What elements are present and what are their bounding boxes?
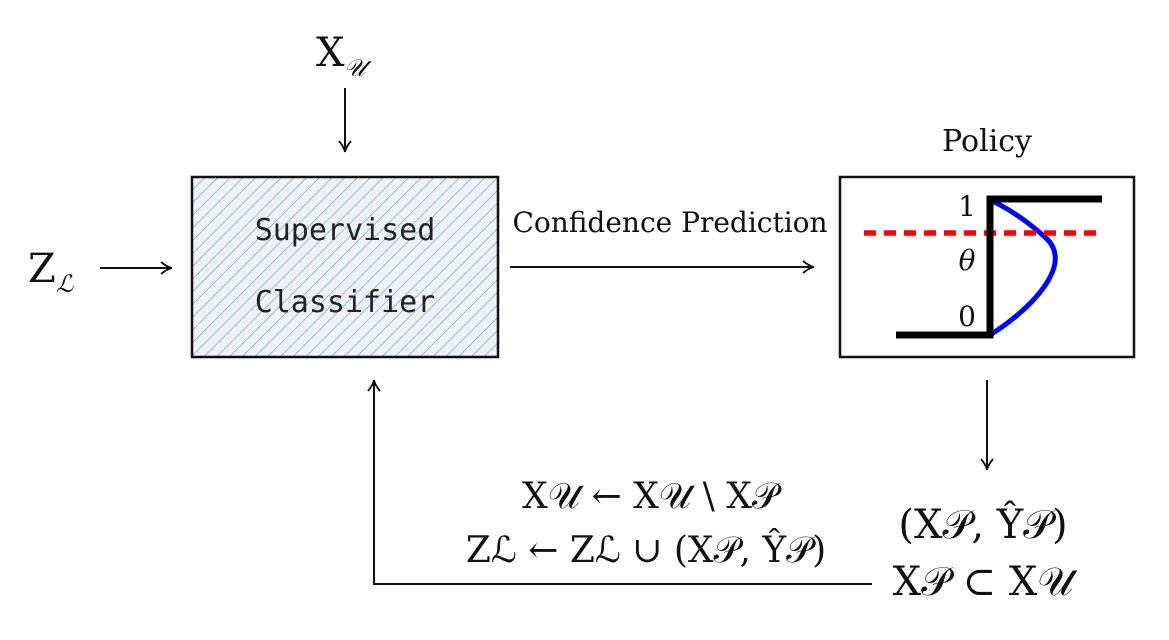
update-unlabeled-eq: X𝒰 ← X𝒰 \ X𝒫 xyxy=(522,476,782,517)
confidence-curve xyxy=(987,197,1058,338)
labeled-input-label: Z ℒ xyxy=(28,246,74,298)
classifier-line2: Classifier xyxy=(255,285,436,320)
unlabeled-input-label: X 𝒰 xyxy=(316,30,372,82)
unlabeled-input-sub: 𝒰 xyxy=(344,54,372,82)
policy-tick-threshold: θ xyxy=(959,244,976,277)
policy-tick-high: 1 xyxy=(958,190,976,223)
policy-plot: 1 θ 0 xyxy=(864,190,1104,339)
unlabeled-input-main: X xyxy=(316,30,345,76)
policy-tick-low: 0 xyxy=(958,300,976,333)
labeled-input-main: Z xyxy=(28,246,56,292)
classifier-line1: Supervised xyxy=(255,213,436,248)
policy-title: Policy xyxy=(942,124,1032,159)
update-labeled-eq: Zℒ ← Zℒ ∪ (X𝒫, Ŷ𝒫) xyxy=(466,529,826,571)
selected-subset: X𝒫 ⊂ X𝒰 xyxy=(893,559,1079,605)
step-function xyxy=(896,195,1102,339)
confidence-prediction-label: Confidence Prediction xyxy=(512,206,827,239)
pseudo-label-pair: (X𝒫, Ŷ𝒫) xyxy=(898,501,1067,548)
classifier-box xyxy=(190,175,500,359)
feedback-arrow xyxy=(367,379,872,585)
labeled-input-sub: ℒ xyxy=(56,270,74,298)
